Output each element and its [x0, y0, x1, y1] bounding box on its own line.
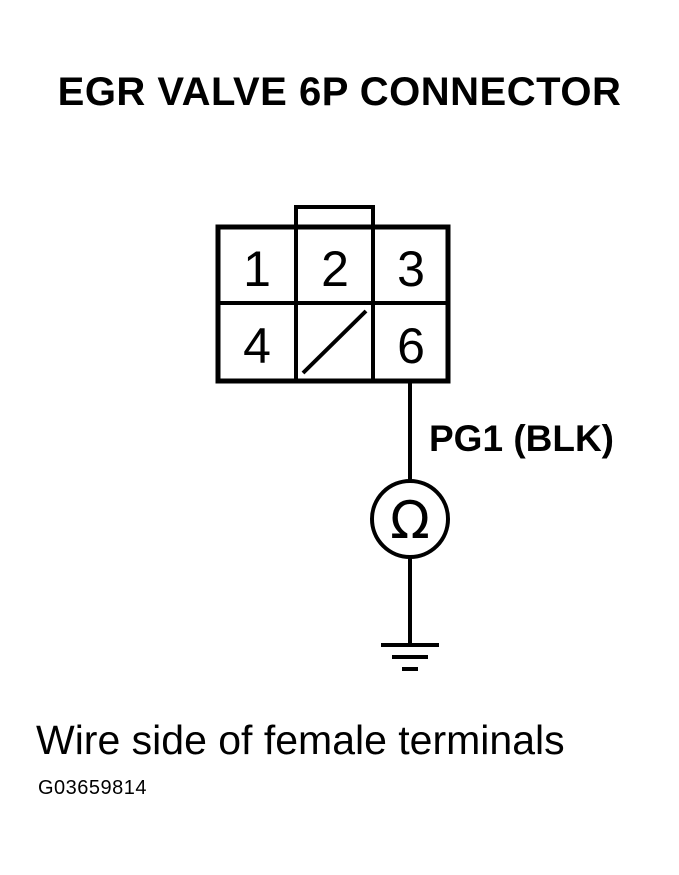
pin-3-label: 3: [397, 241, 425, 297]
connector-lock-tab: [294, 205, 375, 229]
ohmmeter-icon: Ω: [370, 479, 450, 559]
ground-icon: [381, 643, 439, 671]
figure-code: G03659814: [38, 777, 148, 799]
diagram-title: EGR VALVE 6P CONNECTOR: [57, 70, 622, 114]
diagram-caption: Wire side of female terminals: [36, 717, 565, 763]
ohm-symbol: Ω: [390, 491, 430, 551]
pin-6-label: 6: [397, 318, 425, 374]
pin-2-label: 2: [321, 241, 349, 297]
wire-label: PG1 (BLK): [429, 418, 614, 459]
slash-icon: [301, 309, 368, 375]
pin-1-label: 1: [243, 241, 271, 297]
pin-4-label: 4: [243, 318, 271, 374]
